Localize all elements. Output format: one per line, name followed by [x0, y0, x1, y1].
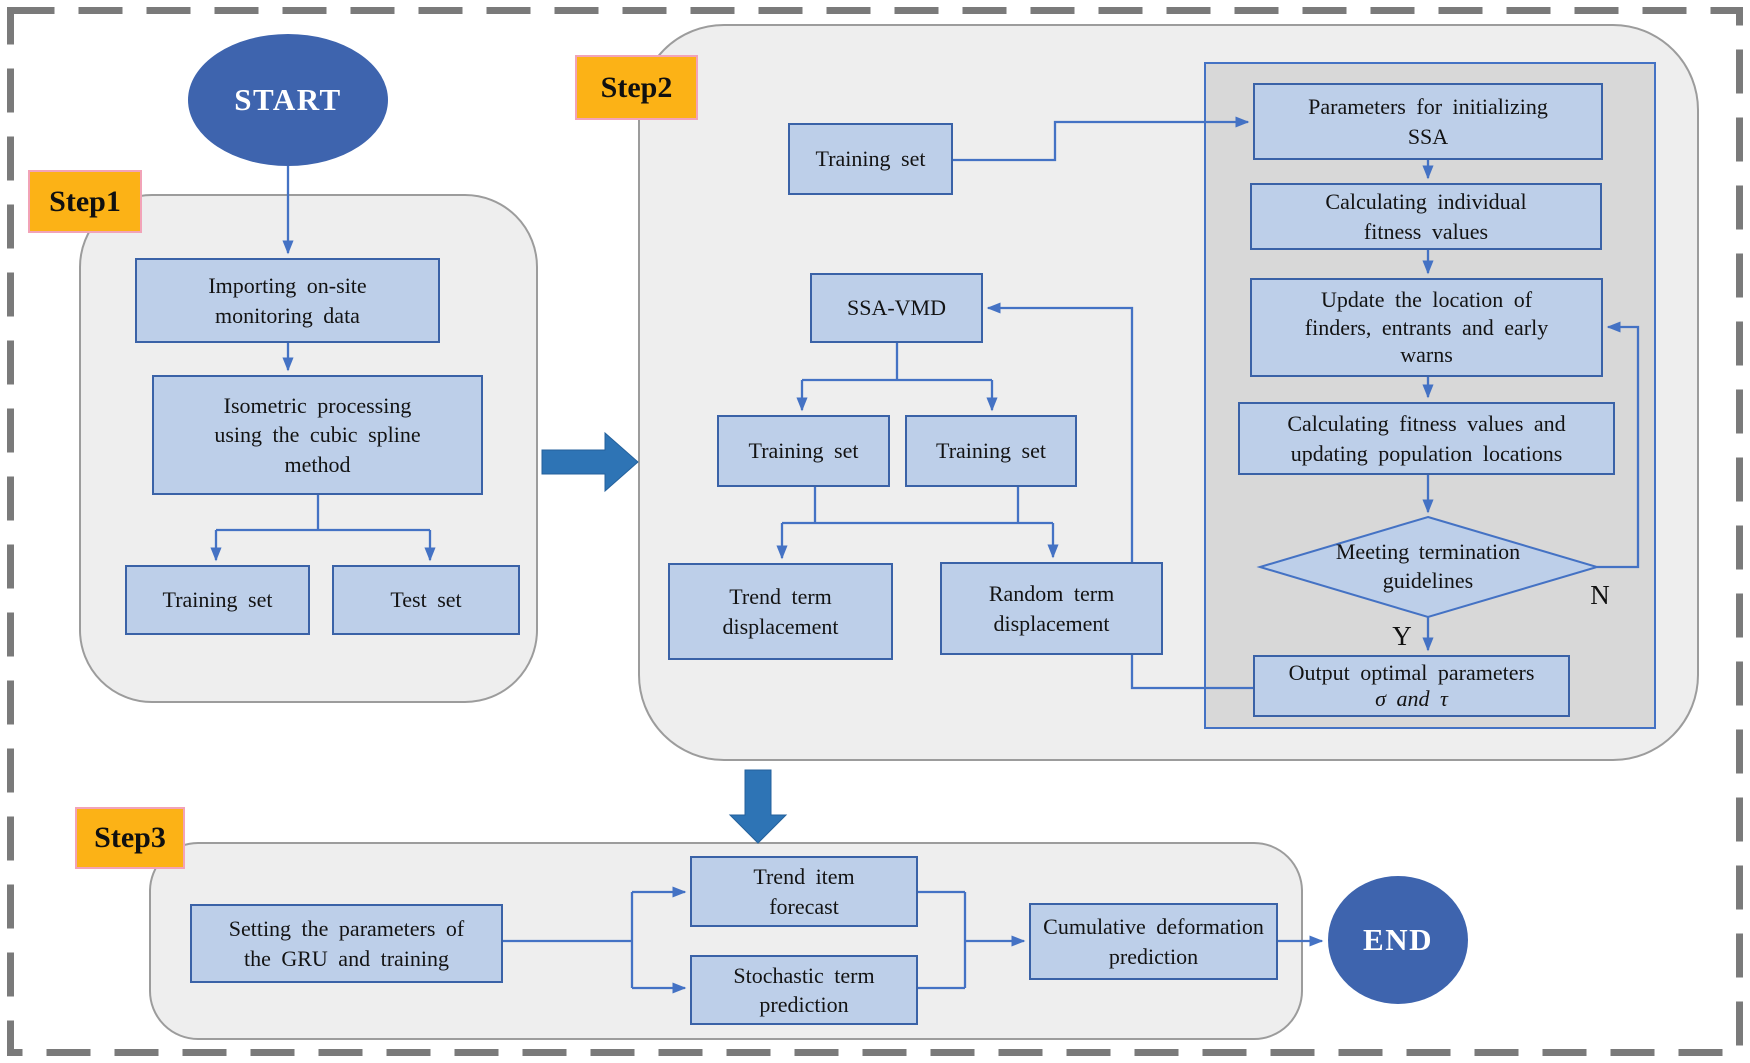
- output-optimal-parameters-box: Output optimal parameters σ and τ: [1253, 655, 1570, 717]
- box-line: forecast: [769, 893, 839, 919]
- box-line: using the cubic spline: [214, 422, 421, 448]
- parameters-initializing-ssa-box: Parameters for initializing SSA: [1253, 83, 1603, 160]
- diamond-line: Meeting termination: [1335, 539, 1521, 565]
- box-line: Calculating fitness values and: [1287, 411, 1566, 437]
- box-line: method: [284, 451, 351, 477]
- update-location-box: Update the location of finders, entrants…: [1250, 278, 1603, 377]
- box-line: Training set: [936, 438, 1046, 464]
- box-line: Trend term: [729, 584, 832, 610]
- box-line-math: σ and τ: [1375, 686, 1448, 711]
- training-set-box-right: Training set: [905, 415, 1077, 487]
- box-line: SSA-VMD: [846, 295, 947, 321]
- box-line: Training set: [162, 587, 273, 613]
- box-line: prediction: [1108, 943, 1199, 969]
- start-label: START: [234, 82, 342, 117]
- box-line: the GRU and training: [243, 945, 450, 971]
- box-line: Trend item: [753, 864, 855, 890]
- training-set-box-left: Training set: [717, 415, 890, 487]
- step1-badge-label: Step1: [49, 184, 121, 218]
- box-line: fitness values: [1363, 218, 1489, 244]
- box-line: warns: [1400, 342, 1453, 368]
- box-line: Setting the parameters of: [228, 916, 465, 942]
- importing-data-box: Importing on-site monitoring data: [135, 258, 440, 343]
- training-set-box-step2-top: Training set: [788, 123, 953, 195]
- box-line: monitoring data: [215, 302, 360, 328]
- box-line: finders, entrants and early: [1304, 314, 1549, 340]
- ssa-vmd-box: SSA-VMD: [810, 273, 983, 343]
- diamond-line: guidelines: [1382, 568, 1474, 593]
- step2-badge: Step2: [575, 55, 698, 120]
- dashed-border: [7, 7, 1743, 1056]
- step3-badge-label: Step3: [94, 821, 166, 854]
- stochastic-term-prediction-box: Stochastic term prediction: [690, 955, 918, 1025]
- isometric-processing-box: Isometric processing using the cubic spl…: [152, 375, 483, 495]
- trend-item-forecast-box: Trend item forecast: [690, 856, 918, 927]
- box-line: updating population locations: [1290, 440, 1563, 466]
- training-set-box-step1: Training set: [125, 565, 310, 635]
- box-line: Stochastic term: [733, 962, 875, 988]
- meeting-termination-diamond-text: Meeting termination guidelines: [1258, 517, 1598, 617]
- calculating-individual-fitness-box: Calculating individual fitness values: [1250, 183, 1602, 250]
- box-line: Isometric processing: [223, 393, 412, 419]
- trend-term-displacement-box: Trend term displacement: [668, 563, 893, 660]
- box-line: Calculating individual: [1325, 189, 1527, 215]
- box-line: Cumulative deformation: [1043, 914, 1264, 940]
- step2-badge-label: Step2: [600, 70, 673, 104]
- step1-badge: Step1: [28, 170, 142, 233]
- box-line: Training set: [748, 438, 859, 464]
- box-line: Parameters for initializing: [1308, 94, 1548, 120]
- end-label: END: [1363, 922, 1433, 957]
- box-line: prediction: [759, 992, 849, 1017]
- box-line: Importing on-site: [208, 273, 367, 299]
- box-line: Test set: [390, 587, 462, 613]
- start-node: START: [188, 34, 388, 166]
- box-line: Output optimal parameters: [1288, 659, 1535, 685]
- cumulative-deformation-prediction-box: Cumulative deformation prediction: [1029, 903, 1278, 980]
- ssa-inner-panel: [1204, 62, 1656, 729]
- box-line: Update the location of: [1320, 287, 1533, 313]
- box-line: displacement: [993, 610, 1110, 636]
- setting-gru-parameters-box: Setting the parameters of the GRU and tr…: [190, 904, 503, 983]
- box-line: SSA: [1407, 123, 1449, 149]
- calculating-fitness-updating-box: Calculating fitness values and updating …: [1238, 402, 1615, 475]
- step3-badge: Step3: [75, 807, 185, 869]
- box-line: Training set: [815, 146, 926, 172]
- box-line: displacement: [722, 613, 839, 639]
- box-line: Random term: [988, 581, 1115, 607]
- end-node: END: [1328, 876, 1468, 1004]
- random-term-displacement-box: Random term displacement: [940, 562, 1163, 655]
- test-set-box: Test set: [332, 565, 520, 635]
